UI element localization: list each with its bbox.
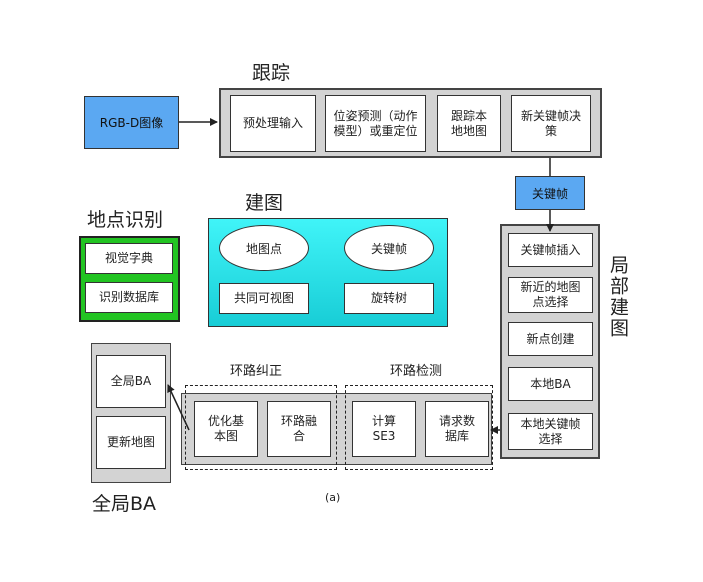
loop-detection-title: 环路检测 bbox=[390, 364, 443, 379]
local-mapping-step-recent-point-culling: 新近的地图点选择 bbox=[508, 277, 593, 313]
local-mapping-step-new-point-creation: 新点创建 bbox=[508, 322, 593, 356]
covisibility-graph-box: 共同可视图 bbox=[219, 283, 309, 314]
optimize-essential-graph-box: 优化基本图 bbox=[194, 401, 258, 457]
arrow-loop-correction-to-global-ba bbox=[167, 384, 190, 431]
update-map-box: 更新地图 bbox=[96, 416, 166, 469]
local-mapping-step-local-ba: 本地BA bbox=[508, 367, 593, 401]
query-database-box: 请求数据库 bbox=[425, 401, 489, 457]
map-title: 建图 bbox=[245, 192, 284, 214]
tracking-step-preprocess: 预处理输入 bbox=[230, 95, 316, 152]
map-points-ellipse: 地图点 bbox=[219, 225, 309, 271]
visual-vocabulary-box: 视觉字典 bbox=[85, 243, 173, 274]
rgbd-input-box: RGB-D图像 bbox=[84, 96, 179, 149]
place-recognition-title: 地点识别 bbox=[87, 209, 164, 231]
loop-correction-group bbox=[185, 385, 337, 470]
figure-caption: (a) bbox=[325, 491, 341, 504]
spanning-tree-box: 旋转树 bbox=[344, 283, 434, 314]
keyframe-box: 关键帧 bbox=[515, 176, 585, 210]
loop-correction-title: 环路纠正 bbox=[230, 364, 283, 379]
tracking-step-track-local-map: 跟踪本地地图 bbox=[437, 95, 501, 152]
local-mapping-step-keyframe-insertion: 关键帧插入 bbox=[508, 233, 593, 267]
tracking-title: 跟踪 bbox=[252, 62, 291, 84]
global-ba-box: 全局BA bbox=[96, 355, 166, 408]
local-mapping-title: 局部建图 bbox=[607, 255, 629, 339]
loop-fusion-box: 环路融合 bbox=[267, 401, 331, 457]
global-ba-title: 全局BA bbox=[92, 493, 157, 515]
keyframes-ellipse: 关键帧 bbox=[344, 225, 434, 271]
tracking-step-new-keyframe-decision: 新关键帧决策 bbox=[511, 95, 591, 152]
compute-se3-box: 计算SE3 bbox=[352, 401, 416, 457]
local-mapping-step-local-keyframe-culling: 本地关键帧选择 bbox=[508, 413, 593, 450]
tracking-step-pose-prediction: 位姿预测（动作模型）或重定位 bbox=[325, 95, 426, 152]
recognition-database-box: 识别数据库 bbox=[85, 282, 173, 313]
